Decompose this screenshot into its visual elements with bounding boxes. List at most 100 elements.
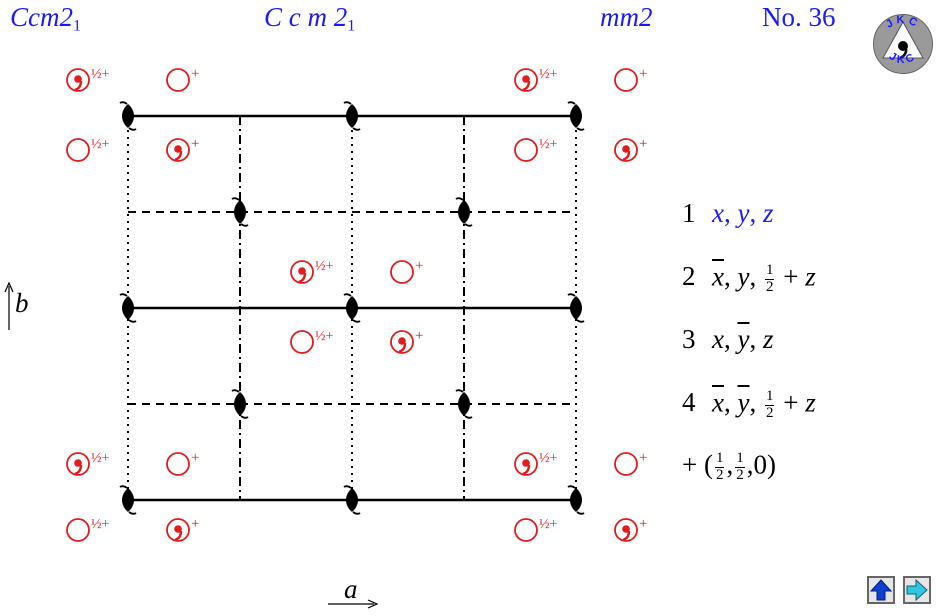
jkc-logo: JKC JKC — [872, 13, 934, 75]
comma-mark — [74, 75, 82, 83]
position-circle — [290, 330, 314, 354]
height-label: + — [639, 136, 647, 152]
position-circle — [614, 518, 638, 542]
screw-axis-tail — [128, 127, 137, 131]
position-circle — [614, 138, 638, 162]
position-circle — [166, 452, 190, 476]
comma-mark — [174, 145, 182, 153]
screw-axis-tail — [231, 197, 240, 201]
comma-mark — [74, 80, 83, 92]
screw-axis-symbol — [346, 296, 358, 320]
comma-mark — [522, 464, 531, 476]
comma-mark — [522, 80, 531, 92]
position-circle — [66, 518, 90, 542]
up-button[interactable] — [867, 576, 895, 604]
screw-axis-tail — [119, 101, 128, 105]
screw-axis-symbol — [458, 392, 470, 416]
screw-axis-symbol — [570, 296, 582, 320]
comma-mark — [622, 145, 630, 153]
comma-mark — [298, 267, 306, 275]
comma-mark — [398, 342, 407, 354]
space-group-symbol-full: C c m 21 — [264, 2, 356, 35]
height-label: ½+ — [539, 67, 558, 82]
screw-axis-symbol — [346, 488, 358, 512]
height-label: ½+ — [91, 517, 110, 532]
height-label: + — [415, 328, 423, 344]
position-circle — [166, 68, 190, 92]
position-circle — [514, 518, 538, 542]
position-number: 1 — [682, 198, 696, 228]
coordinate: z — [805, 387, 816, 418]
position-circle — [390, 330, 414, 354]
up-arrow-icon — [869, 579, 893, 601]
screw-axis-tail — [240, 223, 249, 227]
position-circle — [614, 68, 638, 92]
position-circle — [514, 68, 538, 92]
screw-axis-symbol — [346, 104, 358, 128]
screw-axis-tail — [464, 223, 473, 227]
comma-mark — [174, 525, 182, 533]
screw-axis-symbol — [122, 104, 134, 128]
comma-mark — [622, 530, 631, 542]
axis-label-b: b — [15, 288, 29, 318]
screw-axis-tail — [119, 293, 128, 297]
space-group-number: No. 36 — [762, 2, 836, 32]
position-circle — [290, 260, 314, 284]
comma-mark — [398, 337, 406, 345]
coordinate: y — [737, 261, 750, 292]
svg-text:JKC: JKC — [887, 50, 919, 66]
screw-axis-symbol — [570, 104, 582, 128]
coordinate: z — [762, 324, 774, 354]
screw-axis-tail — [119, 485, 128, 489]
height-label: ½+ — [539, 137, 558, 152]
position-number: 3 — [682, 324, 696, 354]
position-number: 4 — [682, 387, 696, 418]
coordinate: y — [737, 324, 750, 354]
comma-mark — [622, 150, 631, 162]
position-circle — [514, 138, 538, 162]
axis-arrowhead-b — [4, 281, 14, 293]
height-label: + — [191, 136, 199, 152]
coordinate: x — [712, 198, 724, 228]
height-label: + — [639, 66, 647, 82]
position-circle — [166, 138, 190, 162]
comma-mark — [74, 464, 83, 476]
height-label: + — [639, 450, 647, 466]
height-label: ½+ — [539, 517, 558, 532]
right-arrow-icon — [906, 578, 928, 602]
screw-axis-tail — [576, 127, 585, 131]
position-circle — [66, 138, 90, 162]
comma-mark — [174, 150, 183, 162]
screw-axis-tail — [352, 511, 361, 515]
next-button[interactable] — [903, 576, 931, 604]
screw-axis-tail — [343, 485, 352, 489]
coordinate: z — [805, 261, 816, 292]
screw-axis-symbol — [122, 488, 134, 512]
coordinate: x — [712, 387, 724, 418]
logo-text-bottom: JKC — [887, 50, 916, 66]
height-label: + — [191, 66, 199, 82]
screw-axis-tail — [343, 293, 352, 297]
height-label: ½+ — [91, 451, 110, 466]
height-label: ½+ — [315, 259, 334, 274]
height-label: ½+ — [539, 451, 558, 466]
position-circle — [66, 452, 90, 476]
screw-axis-tail — [464, 415, 473, 419]
screw-axis-tail — [352, 127, 361, 131]
comma-mark — [622, 525, 630, 533]
height-label: ½+ — [91, 67, 110, 82]
height-label: + — [191, 516, 199, 532]
screw-axis-tail — [240, 415, 249, 419]
screw-axis-tail — [455, 389, 464, 393]
axis-label-a: a — [344, 574, 358, 604]
space-group-symbol-short: Ccm21 — [10, 2, 82, 35]
position-circle — [166, 518, 190, 542]
comma-mark — [174, 530, 183, 542]
